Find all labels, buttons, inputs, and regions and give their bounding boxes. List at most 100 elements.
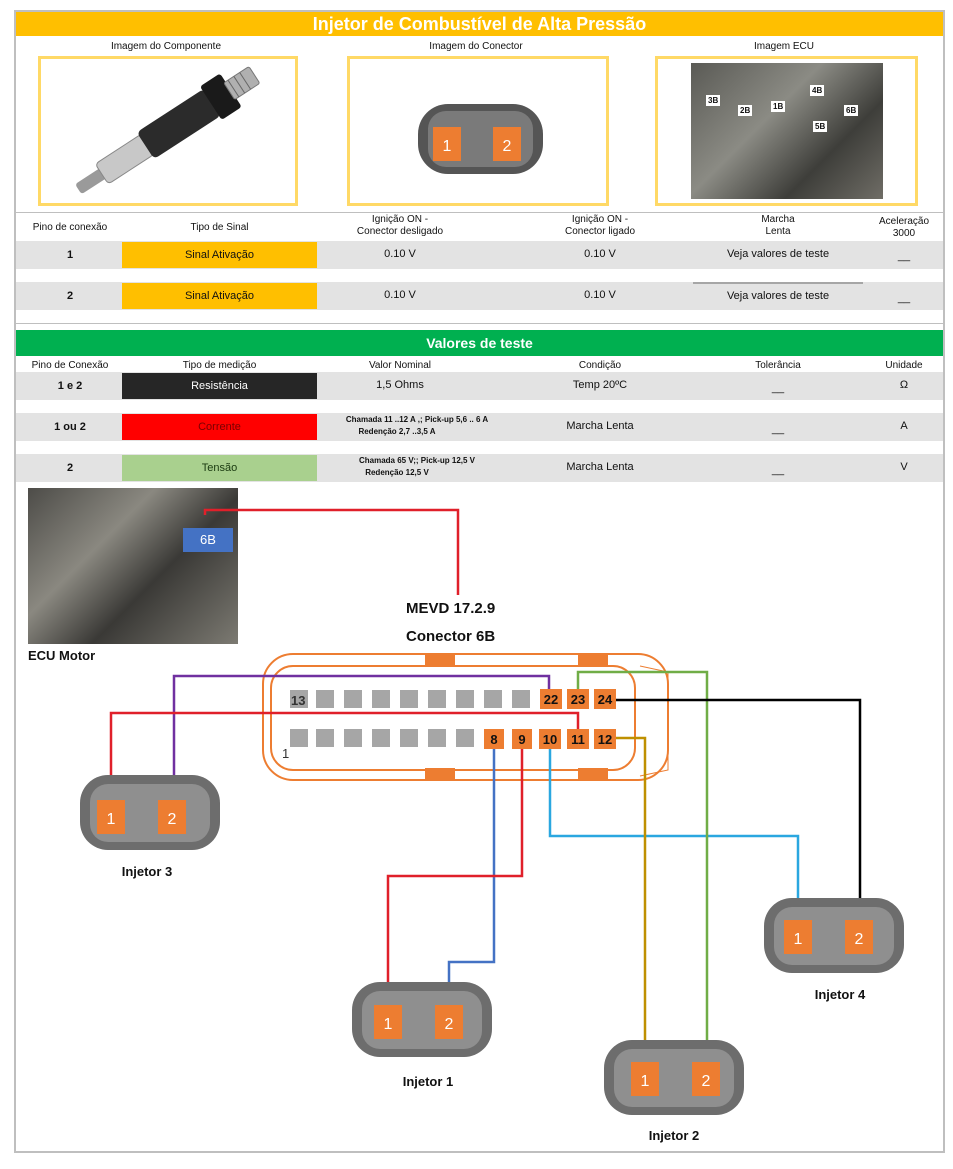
connector-row-top-start: 13 — [291, 693, 305, 708]
test-row-tolerance: __ — [771, 382, 785, 394]
injector-1: 1 2 — [352, 982, 492, 1057]
signal-row-1-type: Sinal Ativação — [122, 242, 317, 268]
injector-4-pin-2: 2 — [855, 931, 864, 948]
connector-pin-22: 22 — [544, 692, 558, 707]
test-row-pin: 1 ou 2 — [54, 421, 86, 433]
injector-1-label: Injetor 1 — [402, 1074, 454, 1089]
injector-4: 1 2 — [764, 898, 904, 973]
wire-ecu-link — [203, 508, 460, 595]
page-title: Injetor de Combustível de Alta Pressão — [16, 12, 943, 36]
connector-pin-2: 2 — [503, 138, 512, 155]
ecu-tag-3b: 3B — [706, 95, 721, 106]
signal-row-2-off: 0.10 V — [384, 289, 416, 301]
test-row-nominal: 1,5 Ohms — [376, 379, 424, 391]
wiring-diagram: 13 1 22 23 24 8 9 10 11 12 1 2 — [80, 508, 904, 1115]
injector-4-label: Injetor 4 — [814, 987, 866, 1002]
ecu-tag-2b: 2B — [738, 105, 753, 116]
signal-col-on: Ignição ON - Conector ligado — [564, 214, 636, 237]
wire-red-inj3 — [109, 711, 580, 800]
test-row-pin: 2 — [66, 462, 74, 474]
injector-2-pin-1: 1 — [641, 1073, 650, 1090]
ecu-motor-photo: 6B — [28, 488, 238, 644]
test-row-type: Tensão — [122, 455, 317, 481]
connector-pin-23: 23 — [571, 692, 585, 707]
connector-image-label: Imagem do Conector — [429, 41, 523, 52]
connector-row-bottom-start: 1 — [282, 746, 289, 761]
test-row-condition: Marcha Lenta — [566, 420, 634, 432]
test-col-unit: Unidade — [885, 360, 923, 371]
connector-pin-1: 1 — [443, 138, 452, 155]
divider — [693, 282, 863, 284]
signal-row-1-idle: Veja valores de teste — [726, 248, 830, 260]
test-row-nominal-line1: Chamada 65 V;; Pick-up 12,5 V — [358, 456, 476, 465]
ecu-motor-tag: 6B — [183, 528, 233, 552]
divider — [16, 323, 943, 324]
connector-pin-8: 8 — [490, 732, 497, 747]
connector-illustration: 1 2 — [418, 104, 543, 174]
signal-col-accel: Aceleração 3000 — [878, 216, 930, 239]
connector-inner-outline — [270, 665, 636, 771]
test-row-nominal-line2: Redenção 12,5 V — [365, 468, 429, 477]
signal-row-2-idle: Veja valores de teste — [726, 290, 830, 302]
test-col-pin: Pino de Conexão — [31, 360, 109, 371]
ecu-tag-6b: 6B — [844, 105, 859, 116]
injector-1-pin-1: 1 — [384, 1016, 393, 1033]
wire-black — [613, 698, 862, 918]
signal-row-2-accel: __ — [897, 292, 911, 304]
injector-2-label: Injetor 2 — [648, 1128, 700, 1143]
divider — [16, 212, 943, 213]
connector-pin-10: 10 — [543, 732, 557, 747]
ecu-image: 3B 2B 1B 4B 6B 5B — [655, 56, 918, 206]
signal-col-pin: Pino de conexão — [32, 222, 108, 233]
component-image — [38, 56, 298, 206]
injector-illustration — [76, 66, 260, 194]
ecu-model: MEVD 17.2.9 — [406, 600, 496, 617]
wire-purple — [172, 674, 551, 800]
connector-pin-24: 24 — [598, 692, 613, 707]
test-row-tolerance: __ — [771, 423, 785, 435]
test-row-unit: V — [900, 461, 908, 473]
signal-row-1-pin: 1 — [66, 249, 74, 261]
test-row-nominal-line2: Redenção 2,7 ..3,5 A — [358, 427, 436, 436]
test-row-condition: Temp 20ºC — [572, 379, 628, 391]
injector-1-pin-2: 2 — [445, 1016, 454, 1033]
test-row-unit: A — [900, 420, 908, 432]
signal-row-1-off: 0.10 V — [384, 248, 416, 260]
component-image-label: Imagem do Componente — [110, 41, 222, 52]
test-row-pin: 1 e 2 — [57, 380, 83, 392]
connector-pin-9: 9 — [518, 732, 525, 747]
signal-row-1-on: 0.10 V — [584, 248, 616, 260]
test-col-tolerance: Tolerância — [755, 360, 801, 371]
connector-image: 1 2 — [347, 56, 609, 206]
wire-cyan — [548, 747, 800, 918]
injector-2: 1 2 — [604, 1040, 744, 1115]
test-row-condition: Marcha Lenta — [566, 461, 634, 473]
ecu-tag-5b: 5B — [813, 121, 828, 132]
ecu-tag-4b: 4B — [810, 85, 825, 96]
signal-row-2-type: Sinal Ativação — [122, 283, 317, 309]
signal-row-2-on: 0.10 V — [584, 289, 616, 301]
connector-pin-12: 12 — [598, 732, 612, 747]
connector-title: Conector 6B — [406, 628, 496, 645]
test-values-title: Valores de teste — [16, 330, 943, 356]
wire-green — [576, 670, 709, 1060]
injector-3-pin-2: 2 — [168, 811, 177, 828]
test-col-nominal: Valor Nominal — [368, 360, 432, 371]
ecu-tag-1b: 1B — [771, 101, 786, 112]
test-col-condition: Condição — [578, 360, 622, 371]
injector-3-pin-1: 1 — [107, 811, 116, 828]
signal-row-1-accel: __ — [897, 250, 911, 262]
signal-col-type: Tipo de Sinal — [190, 222, 249, 233]
injector-3-label: Injetor 3 — [121, 864, 173, 879]
injector-4-pin-1: 1 — [794, 931, 803, 948]
signal-row-2-pin: 2 — [66, 290, 74, 302]
test-row-type: Resistência — [122, 373, 317, 399]
test-row-nominal-line1: Chamada 11 ..12 A ,; Pick-up 5,6 .. 6 A — [345, 415, 489, 424]
signal-col-idle: Marcha Lenta — [761, 214, 795, 237]
wire-olive — [613, 736, 647, 1060]
ecu-image-label: Imagem ECU — [753, 41, 814, 52]
ecu-photo — [691, 63, 883, 199]
page-frame — [14, 10, 945, 1153]
test-row-unit: Ω — [899, 379, 909, 391]
test-row-tolerance: __ — [771, 464, 785, 476]
